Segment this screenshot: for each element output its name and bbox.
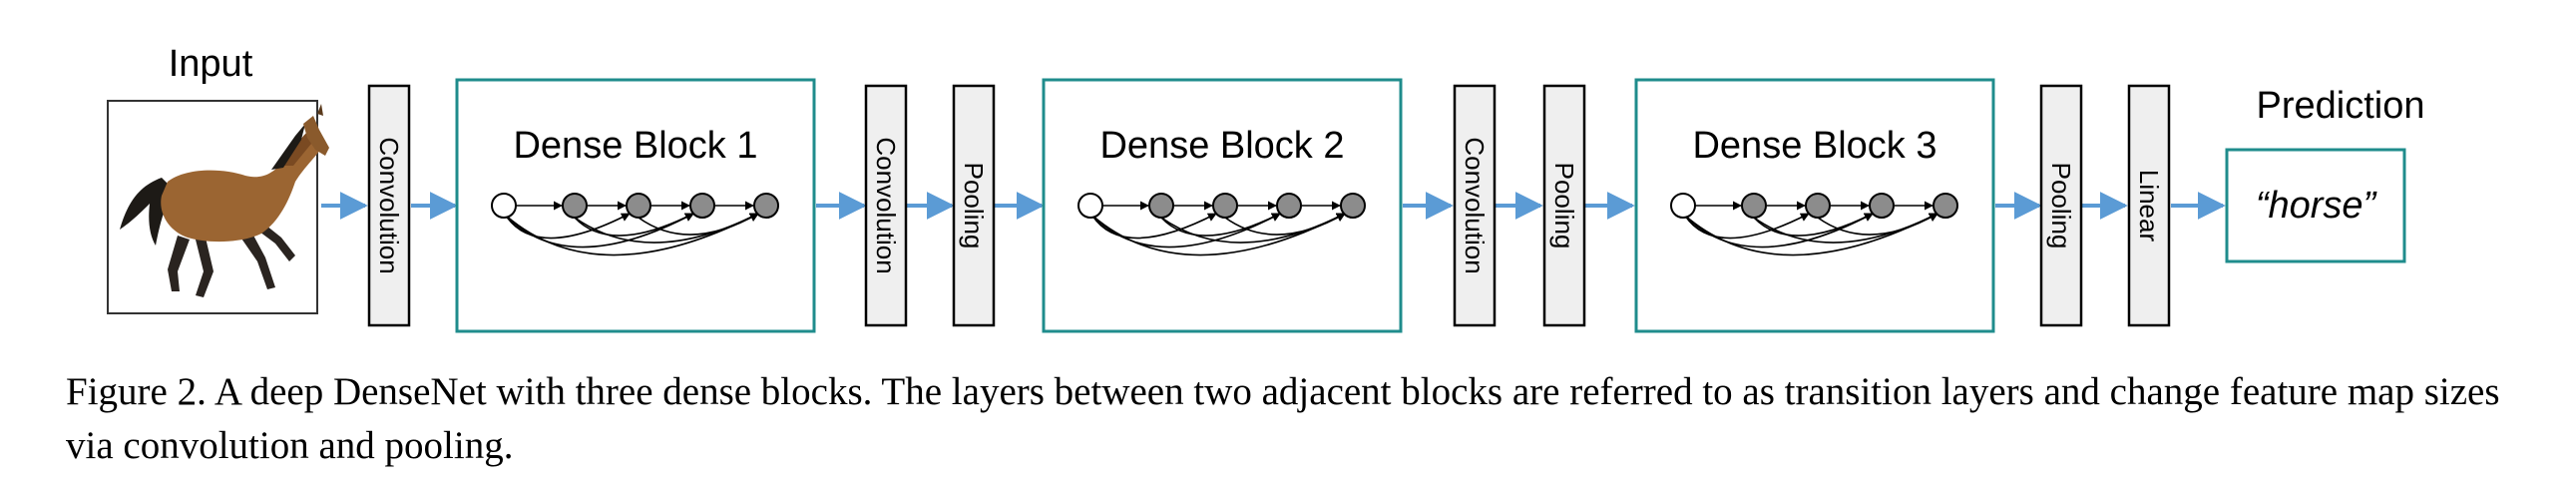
caption-title: Figure 2. xyxy=(66,370,207,413)
caption-text: A deep DenseNet with three dense blocks.… xyxy=(66,370,2500,467)
prediction-label: Prediction xyxy=(2257,85,2425,127)
prediction-box: “horse” xyxy=(2225,148,2406,263)
block-title: Dense Block 1 xyxy=(513,125,757,167)
layer-conv-3: Convolution xyxy=(1453,84,1497,327)
dense-block-1: Dense Block 1 xyxy=(455,78,816,333)
layer-linear: Linear xyxy=(2127,84,2171,327)
layer-label: Pooling xyxy=(959,163,989,249)
block-title: Dense Block 2 xyxy=(1099,125,1344,167)
prediction-value: “horse” xyxy=(2256,185,2378,227)
layer-label: Pooling xyxy=(1549,163,1579,249)
layer-label: Convolution xyxy=(871,137,901,273)
densenet-diagram: Input xyxy=(107,43,2425,333)
layer-pool-2: Pooling xyxy=(952,84,996,327)
layer-label: Convolution xyxy=(374,137,404,273)
figure-caption: Figure 2.A deep DenseNet with three dens… xyxy=(66,365,2520,473)
input-label: Input xyxy=(169,43,253,85)
layer-label: Convolution xyxy=(1460,137,1490,273)
layer-conv-2: Convolution xyxy=(864,84,908,327)
layer-pool-4: Pooling xyxy=(2039,84,2083,327)
dense-block-3: Dense Block 3 xyxy=(1634,78,1995,333)
block-title: Dense Block 3 xyxy=(1692,125,1936,167)
layer-conv-1: Convolution xyxy=(367,84,411,327)
dense-block-2: Dense Block 2 xyxy=(1042,78,1403,333)
layer-label: Pooling xyxy=(2046,163,2076,249)
layer-pool-3: Pooling xyxy=(1542,84,1586,327)
horse-icon xyxy=(120,104,329,297)
layer-label: Linear xyxy=(2134,170,2164,243)
input-image xyxy=(107,100,329,314)
